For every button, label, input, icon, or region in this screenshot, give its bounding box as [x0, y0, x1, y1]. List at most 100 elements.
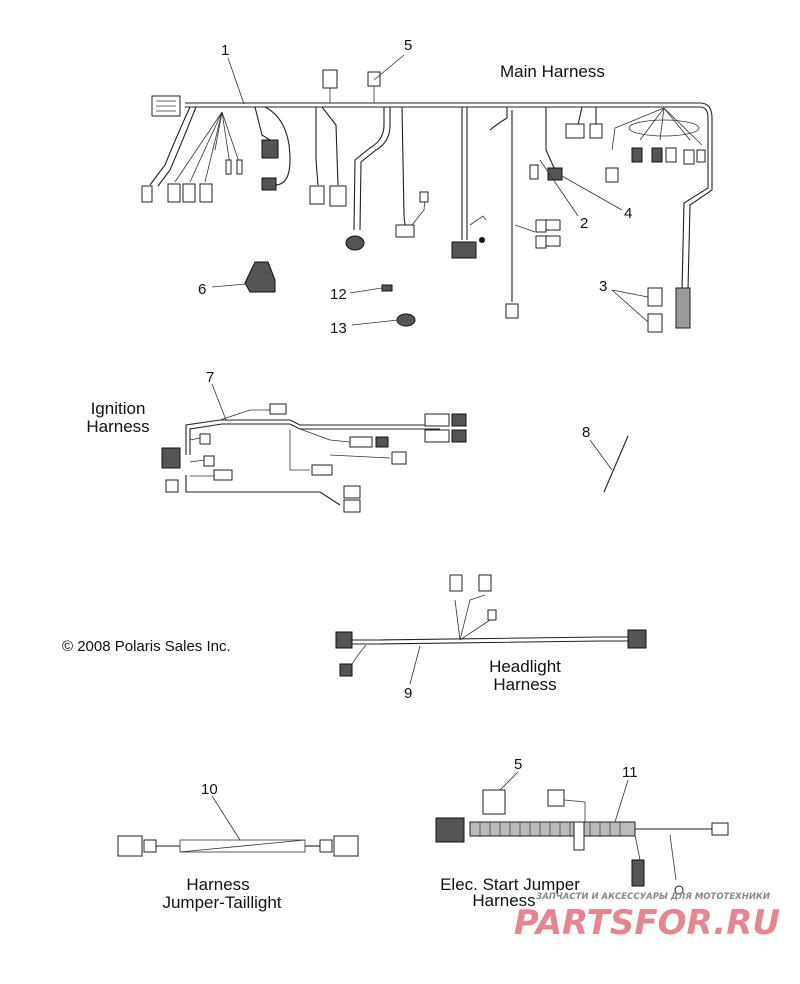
callout-9: 9	[404, 685, 412, 702]
connector	[319, 839, 333, 853]
connector	[339, 663, 353, 677]
small-connector	[199, 183, 213, 203]
connector	[395, 224, 415, 238]
taillight-jumper-drawing	[117, 795, 359, 857]
connector	[435, 817, 465, 843]
connector	[547, 167, 563, 181]
connector	[535, 235, 547, 249]
watermark-tagline: ЗАПЧАСТИ И АКСЕССУАРЫ ДЛЯ МОТОТЕХНИКИ	[536, 892, 770, 902]
callout-8: 8	[582, 424, 590, 441]
connector	[535, 219, 547, 233]
connector	[631, 859, 645, 887]
connector	[505, 303, 519, 319]
connector	[143, 839, 157, 853]
connector	[343, 499, 361, 513]
connector	[424, 413, 450, 427]
connector	[213, 469, 233, 481]
connector	[647, 287, 663, 307]
main-harness-drawing	[141, 54, 713, 333]
screw-icon	[381, 284, 393, 292]
terminal	[225, 159, 232, 175]
connector	[711, 822, 729, 836]
connector	[545, 235, 561, 247]
connector	[665, 147, 677, 163]
callout-5: 5	[404, 37, 412, 54]
connector	[269, 403, 287, 415]
callout-10: 10	[201, 781, 218, 798]
connector	[322, 69, 338, 89]
connector	[451, 429, 467, 443]
connector	[261, 177, 277, 191]
connector	[565, 123, 585, 139]
callout-13: 13	[330, 320, 347, 337]
terminal	[487, 609, 497, 621]
small-connector	[182, 183, 196, 203]
callout-7: 7	[206, 369, 214, 386]
bulb-socket	[478, 574, 492, 592]
connector	[329, 185, 347, 207]
small-connector	[167, 183, 181, 203]
copyright-text: © 2008 Polaris Sales Inc.	[62, 638, 231, 655]
connector	[605, 167, 619, 183]
connector	[651, 147, 663, 163]
connector	[391, 451, 407, 465]
terminal	[419, 191, 429, 203]
elec-start-title-line2: Harness	[472, 891, 535, 910]
connector	[349, 436, 373, 448]
connector	[165, 479, 179, 493]
connector	[631, 147, 643, 163]
ring-terminal	[674, 885, 684, 895]
ignition-harness-drawing	[161, 383, 629, 513]
ignition-harness-title-line2: Harness	[86, 417, 149, 436]
clamp	[573, 821, 585, 851]
headlight-connector	[627, 629, 647, 649]
relay	[367, 71, 381, 87]
taillight-jumper-title-line2: Jumper-Taillight	[162, 893, 281, 912]
connector	[589, 123, 603, 139]
callout-2: 2	[580, 215, 588, 232]
grommet-block	[675, 287, 691, 329]
relay	[482, 789, 506, 815]
connector	[424, 429, 450, 443]
elec-start-jumper-drawing	[435, 771, 729, 895]
headlight-harness-title-line2: Harness	[493, 675, 556, 694]
callout-6: 6	[198, 281, 206, 298]
loom-ribs	[479, 822, 621, 836]
connector	[261, 139, 279, 159]
connector	[696, 149, 706, 163]
callout-1: 1	[221, 42, 229, 59]
connector	[375, 436, 389, 448]
watermark-logo: PARTSFOR.RU	[514, 903, 780, 943]
callout-4: 4	[624, 205, 632, 222]
ignition-harness-title-line1: Ignition	[91, 399, 146, 418]
headlight-harness-drawing	[335, 574, 647, 685]
callout-5b: 5	[514, 756, 522, 773]
ignition-connector	[161, 447, 181, 469]
rubber-boot	[244, 261, 276, 293]
connector	[647, 313, 663, 333]
callout-11: 11	[622, 764, 638, 781]
ground-terminal	[479, 237, 485, 243]
connector	[683, 149, 695, 165]
taillight-jumper-title-line1: Harness	[186, 875, 249, 894]
connector	[335, 631, 353, 649]
connector	[343, 485, 361, 499]
bulb-socket	[449, 574, 463, 592]
elec-start-title-line1: Elec. Start Jumper	[440, 875, 580, 894]
connector	[199, 433, 211, 445]
terminal	[236, 159, 243, 175]
connector	[529, 164, 539, 180]
fuse-box	[451, 241, 477, 259]
connector	[545, 219, 561, 231]
connector	[311, 464, 333, 476]
connector	[451, 413, 467, 427]
connector	[203, 455, 215, 467]
connector	[547, 789, 565, 807]
callout-12: 12	[330, 286, 347, 303]
connector	[117, 835, 143, 857]
connector	[309, 185, 325, 205]
main-harness-title: Main Harness	[500, 62, 605, 81]
sensor-connector	[345, 235, 365, 251]
